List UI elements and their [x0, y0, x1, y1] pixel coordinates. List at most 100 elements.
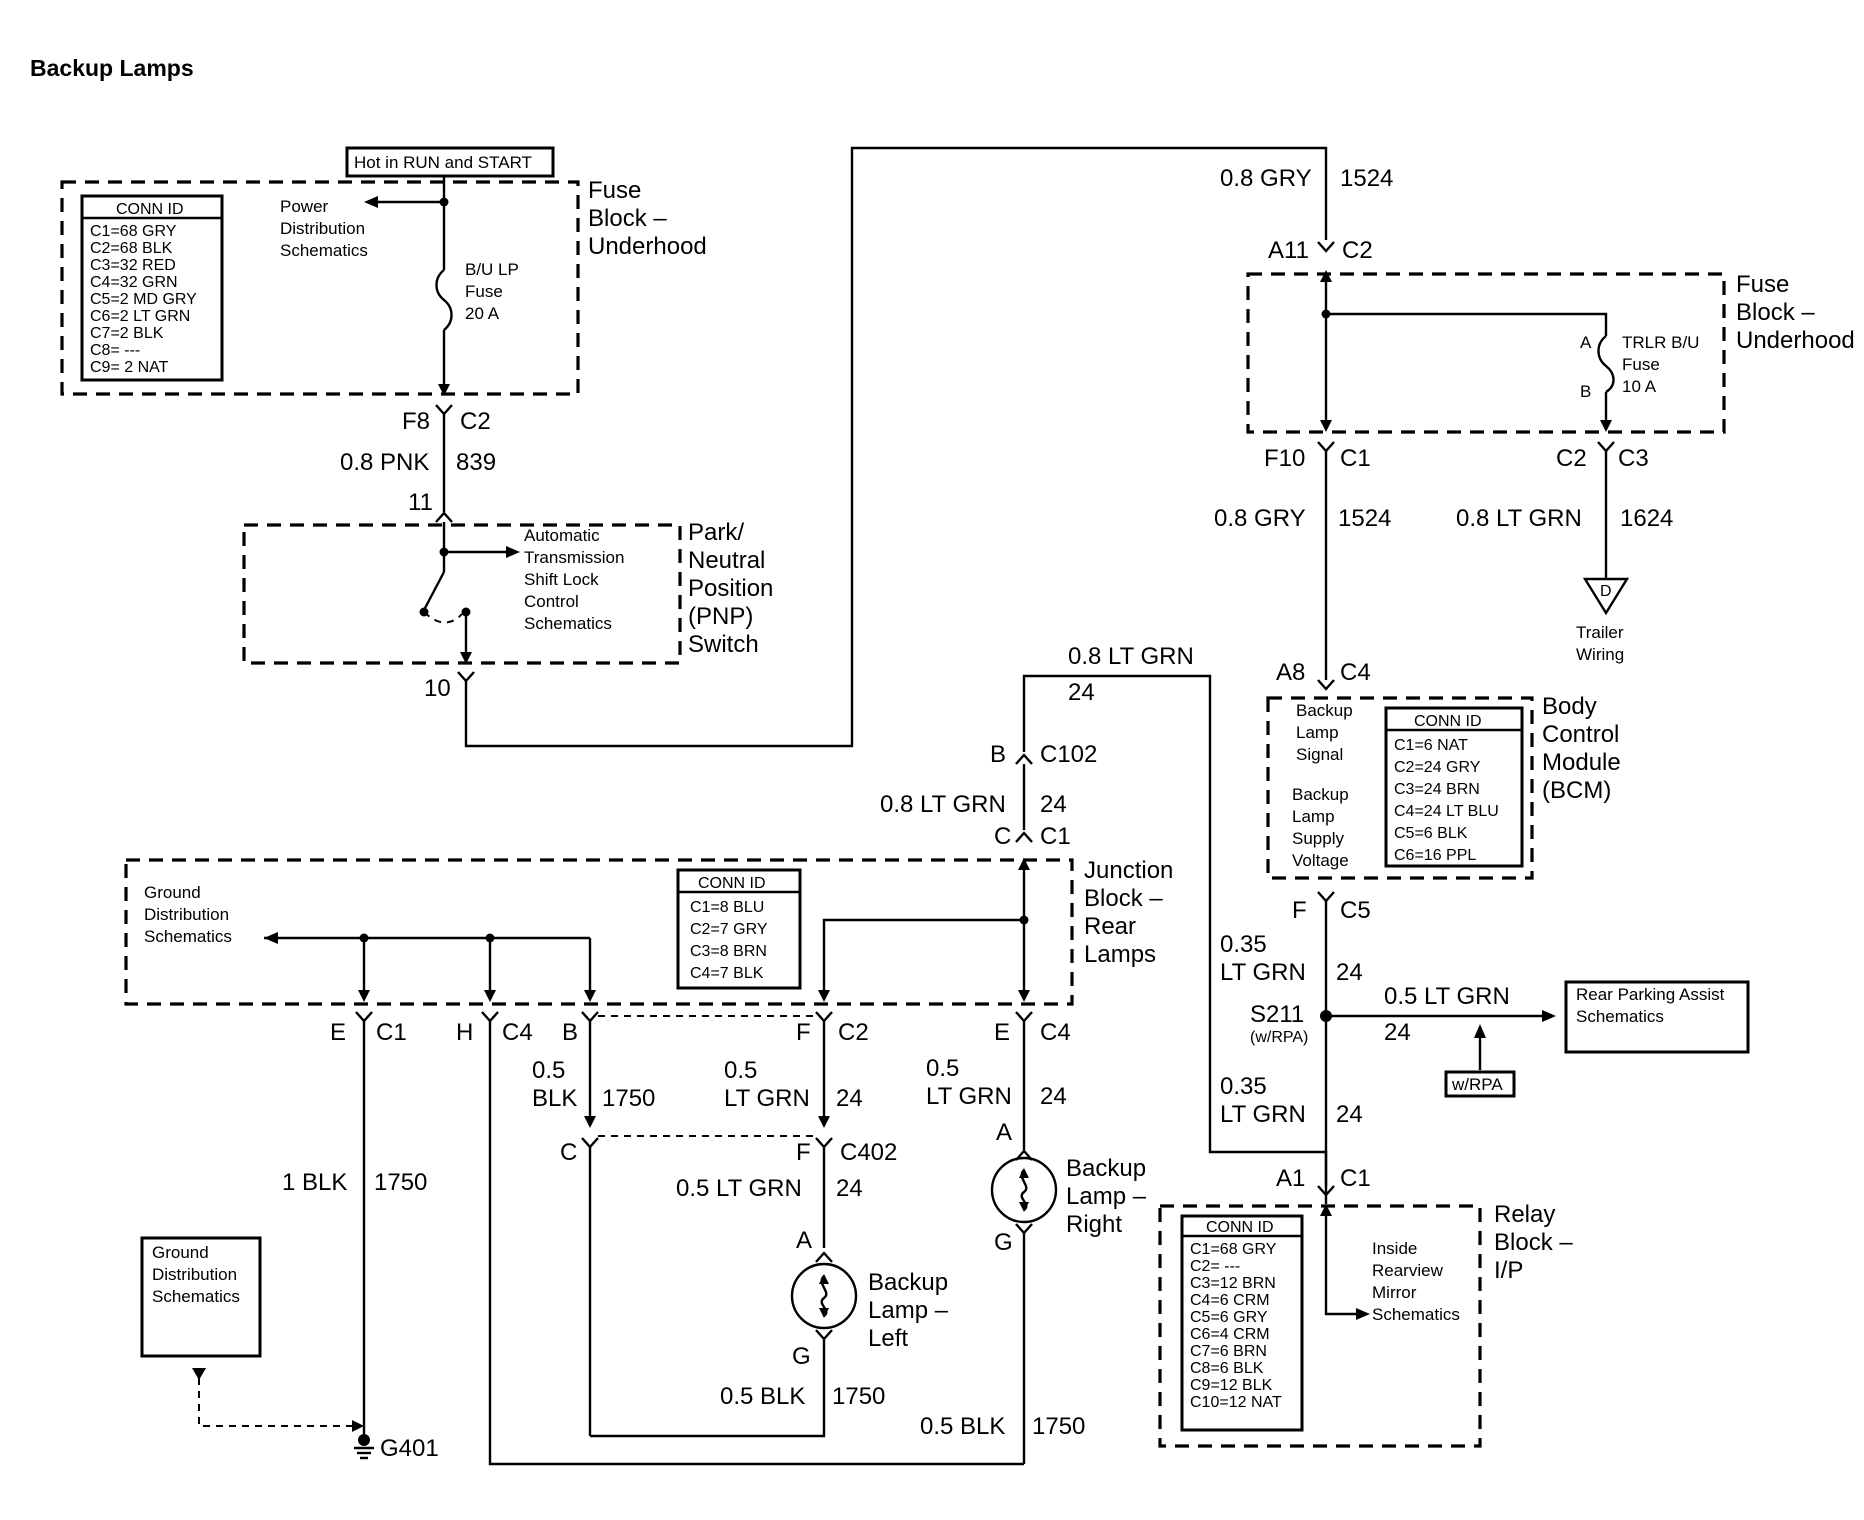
c402-pin-c: C	[560, 1139, 577, 1166]
connector-fork-icon	[1015, 1011, 1033, 1023]
conn-c1: C1	[376, 1019, 407, 1046]
c402-pin-f: F	[796, 1139, 811, 1166]
conn-id-entry: C5=6 GRY	[1190, 1309, 1268, 1326]
jb-ground-ref: Distribution	[144, 905, 229, 924]
junction-block-outline	[124, 858, 1074, 1006]
pin-e: E	[330, 1019, 346, 1046]
pnp-pin-10: 10	[424, 675, 451, 702]
wire-relay-to-junction	[1022, 674, 1328, 1186]
fuse-block-right-name-line: Fuse	[1736, 271, 1789, 298]
wire-circuit: 1524	[1338, 505, 1391, 532]
bcm-signal-label: Lamp	[1296, 723, 1339, 742]
lamp-left-name-line: Left	[868, 1325, 908, 1352]
junction-block-name-line: Junction	[1084, 857, 1173, 884]
mirror-ref: Mirror	[1372, 1283, 1417, 1302]
conn-id-entry: C3=8 BRN	[690, 943, 767, 960]
rpa-option-label: w/RPA	[1451, 1075, 1503, 1094]
fuse-block-right-name-line: Block –	[1736, 299, 1815, 326]
fuse-label-bulp: Fuse	[465, 282, 503, 301]
trailer-wiring-label: Trailer	[1576, 623, 1624, 642]
wire-circuit: 24	[1336, 959, 1363, 986]
fuse-block-left-outline	[60, 180, 580, 396]
wire-label: 0.8 LT GRN	[1068, 643, 1194, 670]
connector-id-c1: C1	[1340, 445, 1371, 472]
ground-ref-label: Ground	[152, 1243, 209, 1262]
ground-distribution-ref-box	[140, 1236, 262, 1358]
wire-label: 0.8 GRY	[1220, 165, 1312, 192]
wire-color: LT GRN	[1220, 959, 1306, 986]
fuse-label-bulp: 20 A	[465, 304, 500, 323]
arrow-icon	[1018, 858, 1030, 870]
fuse-block-right-outline	[1246, 272, 1726, 434]
arrow-icon	[484, 990, 496, 1002]
rpa-ref-label: Schematics	[1576, 1007, 1664, 1026]
fuse-label-trlr: 10 A	[1622, 377, 1657, 396]
conn-id-entry: C7=2 BLK	[90, 325, 164, 342]
conn-id-entry: C2=7 GRY	[690, 921, 768, 938]
conn-id-entry: C1=6 NAT	[1394, 737, 1468, 754]
arrow-icon	[1542, 1010, 1556, 1022]
wire-size: 0.35	[1220, 1073, 1267, 1100]
shift-lock-ref: Control	[524, 592, 579, 611]
bcm-conn-id-table: CONN ID C1=6 NAT C2=24 GRY C3=24 BRN C4=…	[1384, 706, 1524, 868]
connector-fork-icon	[1317, 679, 1335, 691]
arrow-icon	[1356, 1308, 1370, 1320]
pin-f: F	[796, 1019, 811, 1046]
pin-h: H	[456, 1019, 473, 1046]
wire-color: LT GRN	[1220, 1101, 1306, 1128]
conn-id-header: CONN ID	[1206, 1219, 1274, 1236]
fuse-pin-a: A	[1580, 333, 1592, 352]
diagram-title: Backup Lamps	[30, 55, 194, 81]
connector-fork-icon	[435, 511, 453, 523]
conn-id-entry: C3=24 BRN	[1394, 781, 1480, 798]
conn-id-entry: C4=7 BLK	[690, 965, 764, 982]
hot-in-run-start-label: Hot in RUN and START	[354, 153, 532, 172]
wire-circuit: 1750	[832, 1383, 885, 1410]
power-distribution-ref: Schematics	[280, 241, 368, 260]
wire-size: 0.5	[926, 1055, 959, 1082]
arrow-icon	[358, 990, 370, 1002]
junction-block-name-line: Block –	[1084, 885, 1163, 912]
wire-label: 0.5 BLK	[720, 1383, 805, 1410]
fuse-label-bulp: B/U LP	[465, 260, 519, 279]
connector-fork-icon	[1317, 891, 1335, 903]
conn-id-entry: C4=6 CRM	[1190, 1292, 1270, 1309]
conn-id-entry: C10=12 NAT	[1190, 1394, 1282, 1411]
wire-label: 0.5 LT GRN	[1384, 983, 1510, 1010]
wire-circuit: 1750	[1032, 1413, 1085, 1440]
connector-fork-icon	[1015, 753, 1033, 765]
hot-in-run-start-box	[345, 146, 555, 178]
junction-block-conn-id-table: CONN ID C1=8 BLU C2=7 GRY C3=8 BRN C4=7 …	[676, 868, 802, 990]
arrow-icon	[584, 990, 596, 1002]
lamp-left-pin-a: A	[796, 1227, 812, 1254]
shift-lock-ref: Shift Lock	[524, 570, 599, 589]
bcm-outline	[1266, 696, 1534, 880]
relay-block-outline	[1158, 1204, 1482, 1448]
conn-id-entry: C6=16 PPL	[1394, 847, 1476, 864]
trailer-connector-letter: D	[1600, 583, 1612, 600]
jb-ground-ref: Ground	[144, 883, 201, 902]
pnp-switch-name-line: Position	[688, 575, 773, 602]
lamp-left-name-line: Lamp –	[868, 1297, 949, 1324]
connector-id-c5: C5	[1340, 897, 1371, 924]
lamp-right-name-line: Lamp –	[1066, 1183, 1147, 1210]
conn-id-entry: C3=32 RED	[90, 257, 176, 274]
junction-block-name-line: Rear	[1084, 913, 1136, 940]
rpa-ref-box	[1564, 980, 1750, 1054]
conn-id-entry: C2=68 BLK	[90, 240, 173, 257]
fuse-block-left-name-line: Block –	[588, 205, 667, 232]
conn-id-entry: C9= 2 NAT	[90, 359, 169, 376]
connector-fork-icon	[1015, 831, 1033, 843]
arrow-icon	[460, 652, 472, 664]
wire-label: 0.8 PNK	[340, 449, 429, 476]
bcm-name-line: Control	[1542, 721, 1619, 748]
fuse-block-left-name-line: Fuse	[588, 177, 641, 204]
connector-pin-a8: A8	[1276, 659, 1305, 686]
wire-circuit: 24	[1040, 1083, 1067, 1110]
bcm-supply-label: Backup	[1292, 785, 1349, 804]
connector-fork-icon	[1317, 441, 1335, 453]
connector-pin-f10: F10	[1264, 445, 1305, 472]
fuse-label-trlr: TRLR B/U	[1622, 333, 1699, 352]
lamp-right-name-line: Backup	[1066, 1155, 1146, 1182]
conn-id-header: CONN ID	[1414, 713, 1482, 730]
